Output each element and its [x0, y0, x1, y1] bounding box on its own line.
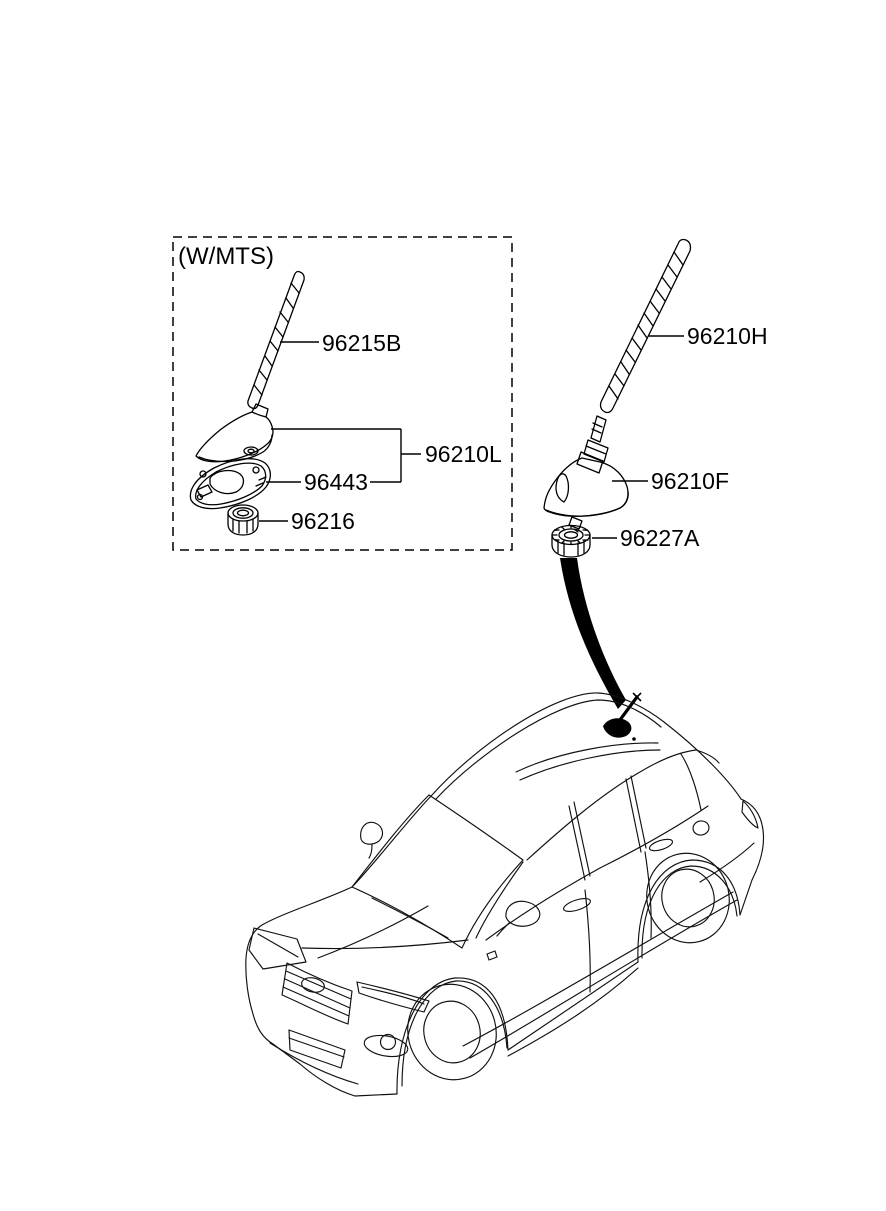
- wmts-group-box: [172, 236, 513, 551]
- callout-96227A: 96227A: [620, 525, 700, 551]
- callout-96443: 96443: [304, 469, 368, 495]
- callout-96216: 96216: [291, 508, 355, 534]
- antenna-mast-drawing: [576, 238, 692, 474]
- callout-96215B: 96215B: [322, 330, 401, 356]
- antenna-base-cap-wmts-drawing: [195, 403, 274, 463]
- wmts-note-label: (W/MTS): [178, 243, 274, 270]
- callout-96210F: 96210F: [651, 468, 729, 494]
- locator-arrow: [560, 558, 626, 709]
- antenna-nut-wmts-drawing: [227, 504, 259, 536]
- antenna-pad-drawing: [189, 458, 272, 510]
- roof-antenna-icon: [603, 692, 642, 741]
- callout-96210H: 96210H: [687, 323, 768, 349]
- callout-96210L: 96210L: [425, 441, 502, 467]
- bracket-96210L: [271, 428, 421, 482]
- vehicle-drawing: [245, 692, 765, 1097]
- antenna-mast-wmts-drawing: [247, 270, 305, 410]
- antenna-base-drawing: [543, 457, 629, 533]
- antenna-nut-drawing: [551, 524, 591, 558]
